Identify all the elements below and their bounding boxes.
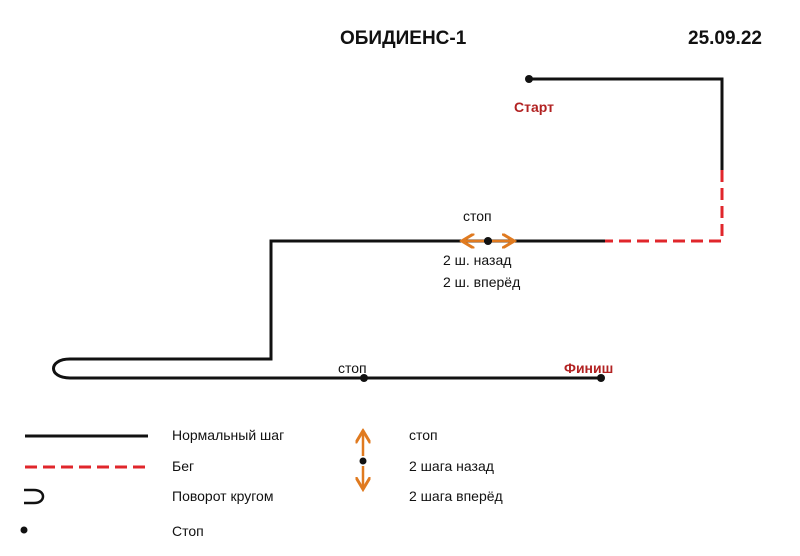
stop1-note-forward: 2 ш. вперёд bbox=[443, 274, 521, 290]
stop1-point bbox=[484, 237, 492, 245]
legend-stop-label: Стоп bbox=[172, 523, 204, 539]
stop2-label: стоп bbox=[338, 360, 367, 376]
legend-arrow-dot bbox=[359, 457, 367, 465]
route-run-segment bbox=[605, 170, 724, 243]
start-point bbox=[525, 75, 533, 83]
stop1-note-back: 2 ш. назад bbox=[443, 252, 512, 268]
legend-about-turn-label: Поворот кругом bbox=[172, 488, 274, 504]
route-normal-start-segment bbox=[529, 77, 724, 170]
legend-about-turn-symbol bbox=[24, 488, 45, 505]
stop1-label: стоп bbox=[463, 208, 492, 224]
legend-arrow-back-label: 2 шага назад bbox=[409, 458, 494, 474]
route-normal-middle-segment bbox=[70, 239, 605, 361]
finish-point bbox=[597, 374, 605, 382]
legend-stop-dot bbox=[20, 526, 28, 534]
legend-arrow-forward-label: 2 шага вперёд bbox=[409, 488, 503, 504]
legend-normal-step-label: Нормальный шаг bbox=[172, 427, 285, 443]
legend-arrow-stop-label: стоп bbox=[409, 427, 438, 443]
page-title: ОБИДИЕНС-1 bbox=[340, 28, 467, 49]
route-about-turn bbox=[52, 357, 71, 380]
start-label: Старт bbox=[514, 99, 554, 115]
stop2-point bbox=[360, 374, 368, 382]
date-label: 25.09.22 bbox=[688, 28, 762, 49]
finish-label: Финиш bbox=[564, 360, 614, 376]
legend-run-label: Бег bbox=[172, 458, 195, 474]
